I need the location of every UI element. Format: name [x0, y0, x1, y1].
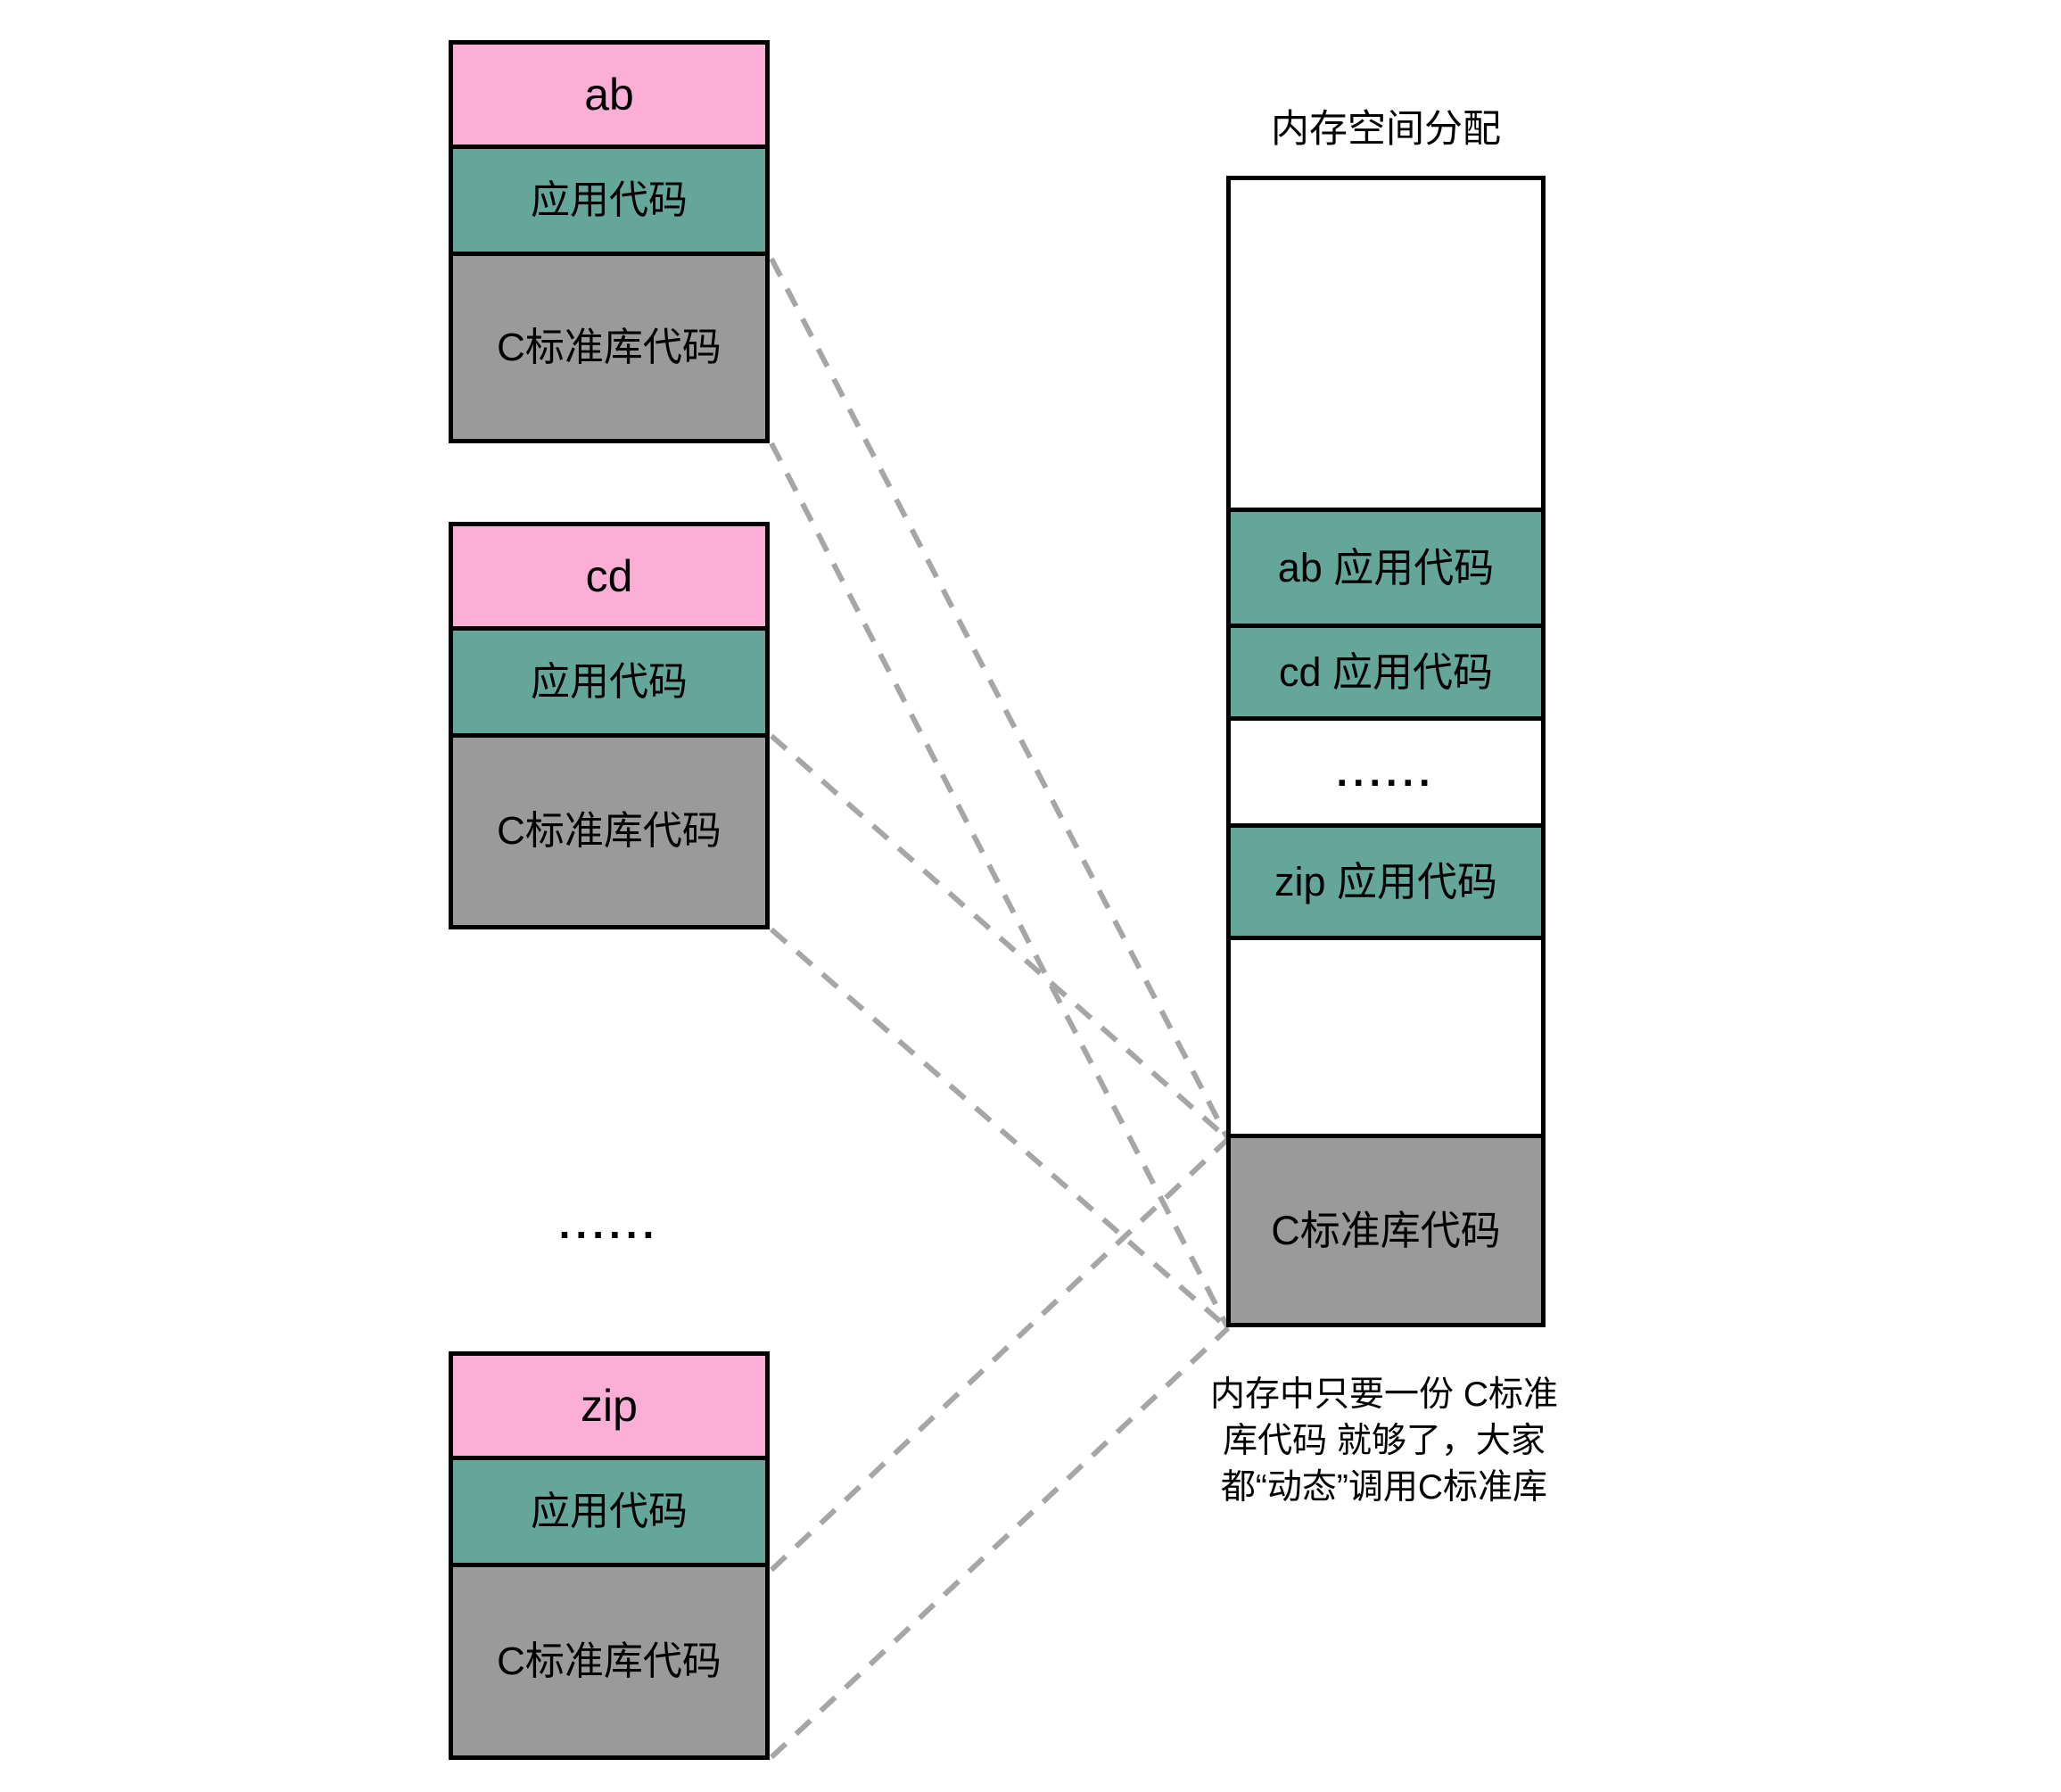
- app-code-label: 应用代码: [531, 659, 688, 704]
- app-code-segment: 应用代码: [453, 149, 765, 256]
- c-stdlib-label: C标准库代码: [497, 809, 721, 853]
- program-name-segment: ab: [453, 45, 765, 149]
- program-name-label: ab: [584, 70, 634, 120]
- more-programs-ellipsis: ......: [558, 1201, 660, 1247]
- dashed-mapping-line: [769, 1136, 1231, 1573]
- c-stdlib-segment: C标准库代码: [453, 1567, 765, 1755]
- program-box-cd: cd 应用代码 C标准库代码: [449, 522, 770, 929]
- program-box-zip: zip 应用代码 C标准库代码: [449, 1351, 770, 1760]
- app-code-label: 应用代码: [531, 1489, 688, 1533]
- memory-region-cd-app: cd 应用代码: [1231, 628, 1541, 721]
- program-name-label: zip: [581, 1381, 638, 1431]
- memory-free-region: [1231, 940, 1541, 1138]
- memory-region-label: ab 应用代码: [1277, 545, 1495, 590]
- memory-region-label: zip 应用代码: [1274, 859, 1498, 904]
- c-stdlib-segment: C标准库代码: [453, 256, 765, 439]
- dashed-mapping-line: [769, 257, 1231, 1141]
- app-code-label: 应用代码: [531, 178, 688, 222]
- memory-diagram-title: 内存空间分配: [1271, 108, 1501, 151]
- program-name-segment: zip: [453, 1356, 765, 1460]
- dashed-mapping-line: [770, 927, 1230, 1331]
- memory-region-label: ......: [1336, 749, 1436, 795]
- program-name-segment: cd: [453, 526, 765, 631]
- memory-region-label: C标准库代码: [1271, 1208, 1501, 1253]
- c-stdlib-label: C标准库代码: [497, 1639, 721, 1683]
- dashed-mapping-line: [769, 1325, 1231, 1760]
- app-code-segment: 应用代码: [453, 631, 765, 738]
- program-box-ab: ab 应用代码 C标准库代码: [449, 40, 770, 443]
- memory-region-ab-app: ab 应用代码: [1231, 512, 1541, 628]
- annotation-text: 内存中只要一份 C标准 库代码 就够了，大家 都“动态”调用C标准库: [1170, 1372, 1598, 1511]
- c-stdlib-segment: C标准库代码: [453, 738, 765, 925]
- memory-region-ellipsis: ......: [1231, 721, 1541, 828]
- dashed-mapping-line: [770, 733, 1230, 1142]
- dashed-mapping-line: [769, 442, 1231, 1330]
- c-stdlib-label: C标准库代码: [497, 325, 721, 369]
- memory-region-c-stdlib: C标准库代码: [1231, 1138, 1541, 1323]
- annotation-line: 都“动态”调用C标准库: [1220, 1468, 1548, 1507]
- memory-region-label: cd 应用代码: [1278, 649, 1494, 695]
- annotation-line: 内存中只要一份 C标准: [1209, 1375, 1558, 1414]
- memory-free-region: [1231, 180, 1541, 512]
- memory-region-zip-app: zip 应用代码: [1231, 828, 1541, 940]
- program-name-label: cd: [585, 551, 633, 601]
- annotation-line: 库代码 就够了，大家: [1223, 1422, 1546, 1460]
- app-code-segment: 应用代码: [453, 1460, 765, 1567]
- memory-box: ab 应用代码 cd 应用代码 ...... zip 应用代码 C标准库代码: [1226, 176, 1546, 1327]
